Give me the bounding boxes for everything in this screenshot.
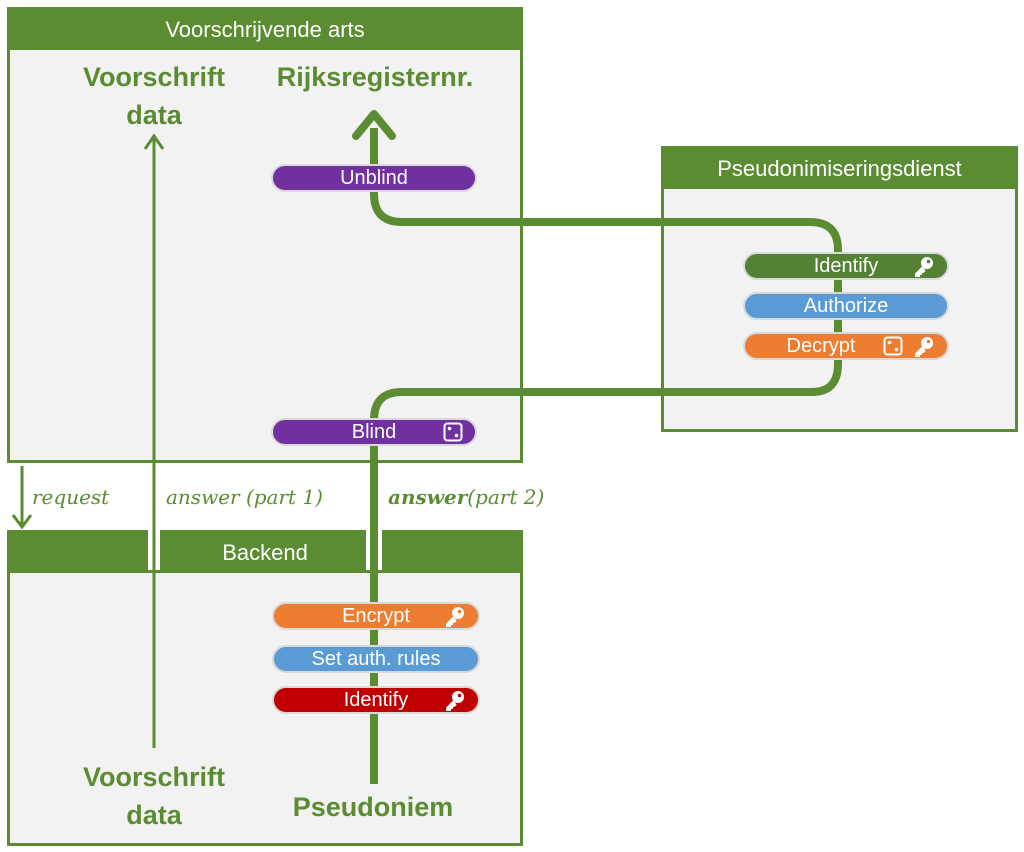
unblind-step: Unblind — [271, 164, 477, 192]
backend-identify-step: Identify — [272, 686, 480, 714]
answer-part2-word: answer — [388, 485, 468, 509]
key-icon — [446, 607, 464, 627]
request-label: request — [32, 485, 110, 509]
rijksregister-arrowhead — [352, 110, 396, 140]
prescriber-title: Voorschrijvende arts — [10, 10, 520, 50]
set-auth-rules-step: Set auth. rules — [272, 645, 480, 673]
voorschrift-bottom-line1: Voorschrift — [82, 762, 225, 792]
encrypt-step: Encrypt — [272, 602, 480, 630]
rijksregister-label: Rijksregisternr. — [276, 62, 474, 92]
pseudo-identify-label: Identify — [813, 254, 879, 277]
voorschrift-line1: Voorschrift — [82, 62, 225, 92]
answer-part1-suffix: (part 1) — [239, 485, 323, 509]
key-icon — [915, 257, 933, 277]
authorize-step: Authorize — [743, 292, 949, 320]
answer-part1-word: answer — [166, 485, 240, 509]
set-auth-rules-label: Set auth. rules — [311, 647, 441, 670]
dice-icon — [883, 336, 903, 356]
request-arrowhead — [11, 514, 33, 530]
decrypt-label: Decrypt — [786, 334, 856, 357]
backend-title: Backend — [10, 533, 520, 573]
decrypt-step: Decrypt — [743, 332, 949, 360]
blind-step: Blind — [271, 418, 477, 446]
answer-part1-label: answer (part 1) — [166, 485, 323, 509]
answer-part2-suffix: (part 2) — [467, 485, 545, 509]
authorize-label: Authorize — [803, 294, 889, 317]
voorschrift-data-label-bottom: Voorschrift data — [64, 758, 244, 834]
blind-label: Blind — [351, 420, 397, 443]
voorschrift-bottom-line2: data — [126, 800, 182, 830]
answer-part1-arrowhead — [143, 133, 165, 150]
encrypt-label: Encrypt — [342, 604, 410, 627]
key-icon — [915, 337, 933, 357]
pseudoniem-label: Pseudoniem — [292, 792, 454, 822]
key-icon — [446, 691, 464, 711]
pseudo-service-title: Pseudonimiseringsdienst — [664, 149, 1015, 189]
unblind-label: Unblind — [340, 166, 408, 189]
voorschrift-line2: data — [126, 100, 182, 130]
voorschrift-data-label-top: Voorschrift data — [64, 58, 244, 134]
pseudo-identify-step: Identify — [743, 252, 949, 280]
dice-icon — [443, 422, 463, 442]
backend-identify-label: Identify — [343, 688, 409, 711]
answer-part2-label: answer(part 2) — [388, 485, 544, 509]
prescriber-box: Voorschrijvende arts — [7, 7, 523, 463]
